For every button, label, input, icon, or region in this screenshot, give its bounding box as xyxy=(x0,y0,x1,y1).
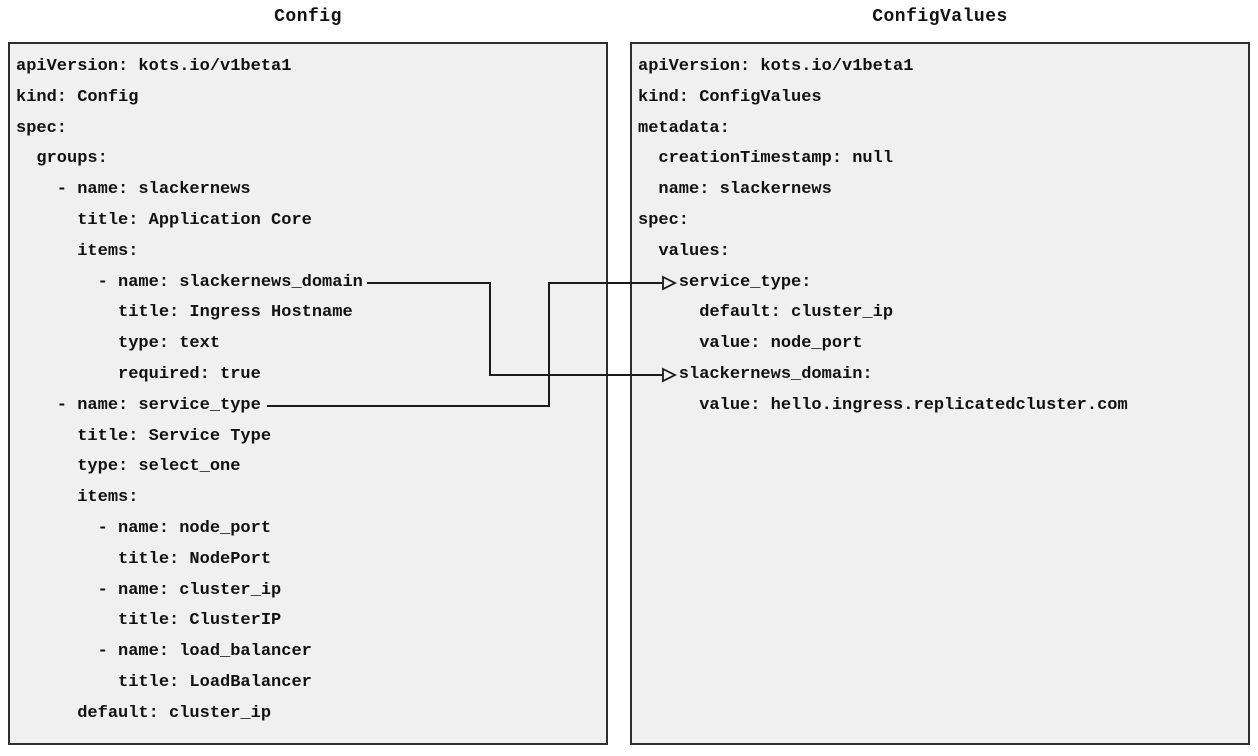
yaml-line: apiVersion: kots.io/v1beta1 xyxy=(638,57,914,76)
configvalues-panel-title: ConfigValues xyxy=(872,7,1008,27)
yaml-line: title: LoadBalancer xyxy=(16,672,312,692)
yaml-line: items: xyxy=(16,488,139,508)
yaml-line: apiVersion: kots.io/v1beta1 xyxy=(16,57,292,76)
yaml-line: title: ClusterIP xyxy=(16,611,282,631)
yaml-line: spec: xyxy=(16,118,68,138)
yaml-line: type: select_one xyxy=(16,457,241,477)
yaml-line: kind: ConfigValues xyxy=(638,87,822,107)
config-panel-title: Config xyxy=(274,7,342,27)
yaml-line: - name: cluster_ip xyxy=(16,580,282,600)
yaml-line: - name: node_port xyxy=(16,518,272,538)
yaml-line: title: Ingress Hostname xyxy=(16,303,353,323)
yaml-line: type: text xyxy=(16,334,221,354)
yaml-line: default: cluster_ip xyxy=(16,703,272,723)
yaml-line: name: slackernews xyxy=(638,180,832,200)
yaml-line: title: NodePort xyxy=(16,549,272,569)
yaml-line: kind: Config xyxy=(16,87,139,107)
yaml-line: - name: load_balancer xyxy=(16,642,312,662)
yaml-line: slackernews_domain: xyxy=(638,364,873,384)
yaml-line: values: xyxy=(638,241,730,261)
yaml-line: - name: slackernews_domain xyxy=(16,272,363,292)
yaml-line: service_type: xyxy=(638,272,812,292)
yaml-line: items: xyxy=(16,241,139,261)
yaml-line: title: Application Core xyxy=(16,210,312,230)
yaml-line: default: cluster_ip xyxy=(638,303,894,323)
yaml-line: required: true xyxy=(16,364,261,384)
config-yaml-panel: apiVersion: kots.io/v1beta1 kind: Config s… xyxy=(8,42,608,745)
yaml-line: metadata: xyxy=(638,118,730,138)
yaml-line: value: hello.ingress.replicatedcluster.c… xyxy=(638,395,1128,415)
yaml-line: - name: service_type xyxy=(16,395,261,415)
yaml-line: - name: slackernews xyxy=(16,180,251,200)
yaml-line: creationTimestamp: null xyxy=(638,149,894,169)
yaml-line: spec: xyxy=(638,210,690,230)
yaml-line: value: node_port xyxy=(638,334,863,354)
yaml-line: groups: xyxy=(16,149,108,169)
yaml-line: title: Service Type xyxy=(16,426,272,446)
configvalues-yaml-panel: apiVersion: kots.io/v1beta1 kind: ConfigV… xyxy=(630,42,1250,745)
